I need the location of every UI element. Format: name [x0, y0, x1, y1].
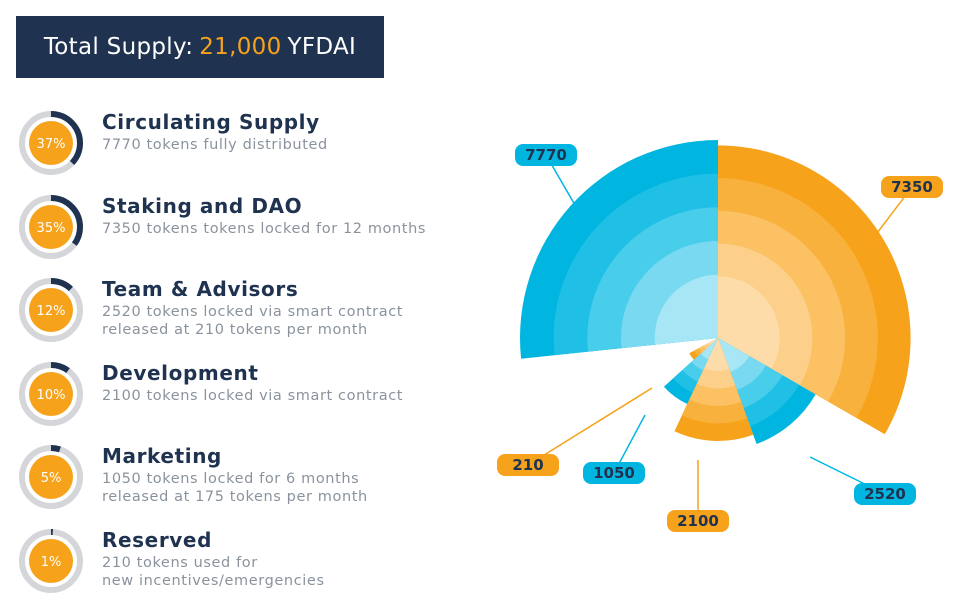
- leader-line: [527, 387, 653, 466]
- slice-band: [654, 274, 718, 345]
- value-label: 2520: [864, 485, 906, 503]
- ring-progress: [19, 195, 83, 259]
- total-supply-unit: YFDAI: [287, 34, 357, 60]
- percent-ring: 12%: [18, 277, 84, 343]
- slice-210: [689, 338, 718, 360]
- total-supply-amount: 21,000: [199, 34, 282, 60]
- slice-band: [700, 338, 718, 360]
- token-distribution-chart: 7770 7350 2520 2100 1050 210: [497, 140, 943, 532]
- slice-1050: [663, 338, 718, 404]
- slice-2100: [674, 338, 754, 441]
- ring-progress: [19, 362, 83, 426]
- percent-label: 10%: [37, 388, 66, 403]
- ring-center: [29, 539, 73, 583]
- slice-7350: [718, 145, 911, 435]
- allocation-title: Reserved: [102, 528, 213, 552]
- percent-label: 35%: [37, 221, 66, 236]
- allocation-title: Marketing: [102, 444, 222, 468]
- percent-ring: 35%: [18, 194, 84, 260]
- slice-2520: [718, 338, 816, 444]
- allocation-description: 210 tokens used for new incentives/emerg…: [102, 555, 325, 589]
- allocation-description: 1050 tokens locked for 6 months released…: [102, 471, 368, 505]
- allocation-description: 7350 tokens tokens locked for 12 months: [102, 221, 427, 237]
- value-label: 7350: [891, 178, 933, 196]
- slice-7770: [520, 140, 718, 359]
- ring-progress: [19, 529, 83, 593]
- percent-ring: 10%: [18, 361, 84, 427]
- allocation-title: Circulating Supply: [102, 110, 320, 134]
- ring-center: [29, 205, 73, 249]
- ring-center: [29, 121, 73, 165]
- total-supply-banner: Total Supply: 21,000 YFDAI: [16, 16, 384, 78]
- percent-label: 1%: [41, 555, 62, 570]
- slice-band: [704, 338, 730, 371]
- percent-ring: 37%: [18, 110, 84, 176]
- ring-progress: [19, 445, 83, 509]
- value-badge: [854, 483, 916, 505]
- slice-band: [718, 276, 780, 369]
- ring-progress: [19, 278, 83, 342]
- value-label: 210: [512, 456, 543, 474]
- ring-center: [29, 288, 73, 332]
- percent-label: 5%: [41, 471, 62, 486]
- slice-band: [708, 338, 718, 345]
- percent-label: 37%: [37, 137, 66, 152]
- value-badge: [667, 510, 729, 532]
- value-badge: [515, 144, 577, 166]
- allocation-description: 2100 tokens locked via smart contract: [102, 388, 404, 404]
- value-badge: [881, 176, 943, 198]
- ring-progress: [19, 111, 83, 175]
- allocation-title: Development: [102, 361, 259, 385]
- value-label: 7770: [525, 146, 567, 164]
- percent-ring: 1%: [18, 528, 84, 594]
- value-label: 2100: [677, 512, 719, 530]
- value-badge: [583, 462, 645, 484]
- ring-center: [29, 455, 73, 499]
- allocation-title: Staking and DAO: [102, 194, 303, 218]
- allocation-title: Team & Advisors: [102, 277, 299, 301]
- percent-label: 12%: [37, 304, 66, 319]
- value-badge: [497, 454, 559, 476]
- ring-center: [29, 372, 73, 416]
- allocation-description: 2520 tokens locked via smart contract re…: [102, 304, 404, 338]
- percent-ring: 5%: [18, 444, 84, 510]
- value-label: 1050: [593, 464, 635, 482]
- slice-band: [718, 338, 750, 372]
- allocation-description: 7770 tokens fully distributed: [102, 137, 328, 153]
- total-supply-prefix: Total Supply:: [43, 34, 194, 60]
